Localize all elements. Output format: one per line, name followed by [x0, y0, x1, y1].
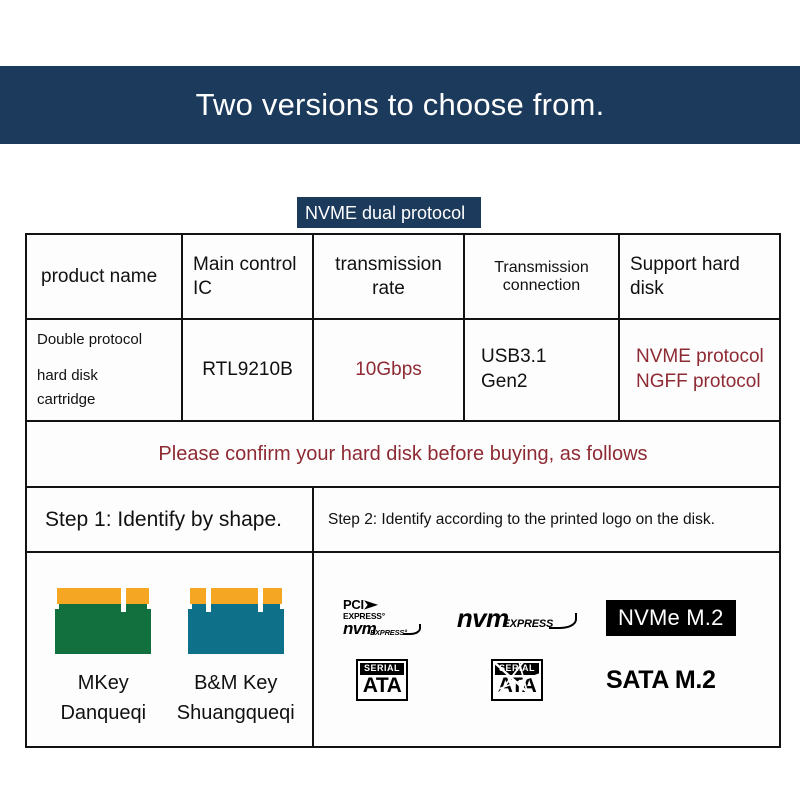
nvm-small-swoosh-icon: [403, 624, 421, 636]
sata-m2-label: SATA M.2: [606, 665, 716, 694]
mkey-shoulder-left: [55, 601, 60, 609]
data-cell-support-hard-disk: NVME protocol NGFF protocol: [618, 318, 781, 422]
pci-express-word: PCI: [343, 596, 364, 612]
nvme-m2-badge: NVMe M.2: [606, 599, 736, 636]
table-notice-row: Please confirm your hard disk before buy…: [25, 420, 781, 488]
step-two-label: Step 2: Identify according to the printe…: [328, 510, 715, 528]
step-two-cell: Step 2: Identify according to the printe…: [312, 486, 781, 553]
bm-key-label-line-2: Shuangqueqi: [176, 701, 295, 724]
support-hard-disk-line-2: NGFF protocol: [636, 371, 761, 392]
serial-ata-1-top: SERIAL: [360, 663, 404, 676]
pcie-nvme-logo-slot: PCI ➤ EXPRESS° nvm EXPRESS°: [336, 596, 428, 637]
header-cell-product-name: product name: [25, 233, 183, 320]
header-cell-support-hard-disk: Support hard disk: [618, 233, 781, 320]
key-shapes-cell: MKey Danqueqi: [25, 551, 314, 748]
pci-express-sub: EXPRESS°: [343, 610, 385, 621]
spec-table: product name Main control IC transmissio…: [25, 233, 781, 748]
transmission-connection-line-1: USB3.1: [481, 346, 547, 368]
mkey-label-line-2: Danqueqi: [60, 701, 147, 724]
bm-key-label-line-1: B&M Key: [194, 671, 278, 694]
nvm-express-logo-slot: nvm EXPRESS: [456, 602, 578, 633]
step-one-label: Step 1: Identify by shape.: [45, 507, 282, 531]
protocol-badge-label: NVME dual protocol: [305, 202, 466, 223]
sata-badge-slot-1: SERIAL ATA: [336, 659, 428, 702]
pci-express-nvm-express-icon: PCI ➤ EXPRESS° nvm EXPRESS°: [343, 596, 421, 637]
logo-examples-cell: PCI ➤ EXPRESS° nvm EXPRESS°: [312, 551, 781, 748]
table-steps-row: Step 1: Identify by shape. Step 2: Ident…: [25, 486, 781, 553]
logo-row-sata: SERIAL ATA SERIAL ATA SATA M.2: [336, 659, 765, 702]
serial-ata-icon-2: SERIAL ATA: [491, 659, 543, 702]
data-cell-transmission-connection: USB3.1 Gen2: [463, 318, 620, 422]
header-cell-main-control-ic: Main control IC: [181, 233, 314, 320]
mkey-pin-strip: [57, 587, 150, 604]
data-cell-main-control-ic: RTL9210B: [181, 318, 314, 422]
bm-key-pin-strip: [189, 587, 282, 604]
transmission-rate-value: 10Gbps: [355, 358, 422, 380]
table-header-row: product name Main control IC transmissio…: [25, 233, 781, 320]
serial-ata-2-top: SERIAL: [495, 663, 539, 676]
header-cell-transmission-rate: transmission rate: [312, 233, 465, 320]
product-name-line-2: hard disk: [37, 367, 98, 384]
mkey-shoulder-right: [147, 601, 152, 609]
nvm-small-word: nvm: [343, 619, 377, 639]
support-hard-disk-line-1: NVME protocol: [636, 346, 764, 368]
nvm-express-small-icon: nvm EXPRESS°: [343, 620, 421, 637]
transmission-connection-value: USB3.1 Gen2: [465, 339, 618, 400]
bm-key-diagram-icon: [187, 587, 284, 654]
mkey-notch-1: [121, 587, 127, 612]
product-name-value: Double protocol hard disk cartridge: [27, 322, 181, 418]
serial-ata-icon-1: SERIAL ATA: [356, 659, 408, 702]
header-label-support-hard-disk: Support hard disk: [630, 254, 740, 299]
nvme-m2-badge-slot: NVMe M.2: [606, 599, 736, 636]
mkey-label-line-1: MKey: [77, 671, 129, 694]
sata-badge-slot-2: SERIAL ATA: [458, 659, 576, 702]
nvm-big-word: nvm: [456, 602, 509, 633]
nvm-small-sub: EXPRESS°: [370, 627, 407, 637]
key-shapes-group: MKey Danqueqi: [27, 562, 312, 738]
product-name-line-1: Double protocol: [37, 331, 143, 348]
logo-grid: PCI ➤ EXPRESS° nvm EXPRESS°: [314, 553, 779, 746]
nvm-big-sub: EXPRESS: [502, 617, 554, 630]
bm-key-label: B&M Key Shuangqueqi: [177, 668, 295, 728]
page-title: Two versions to choose from.: [195, 87, 605, 122]
key-item-mkey: MKey Danqueqi: [37, 587, 170, 728]
header-label-main-control-ic: Main control IC: [193, 254, 297, 299]
notice-cell: Please confirm your hard disk before buy…: [25, 420, 781, 488]
header-banner: Two versions to choose from.: [0, 66, 800, 144]
support-hard-disk-value: NVME protocol NGFF protocol: [620, 339, 779, 400]
table-data-row: Double protocol hard disk cartridge RTL9…: [25, 318, 781, 422]
header-cell-transmission-connection: Transmission connection: [463, 233, 620, 320]
serial-ata-1-bottom: ATA: [362, 674, 402, 698]
header-label-product-name: product name: [41, 265, 158, 287]
data-cell-product-name: Double protocol hard disk cartridge: [25, 318, 183, 422]
logo-row-nvme: PCI ➤ EXPRESS° nvm EXPRESS°: [336, 596, 765, 637]
main-control-ic-value: RTL9210B: [202, 358, 293, 380]
mkey-diagram-icon: [55, 587, 152, 654]
pci-express-chevron-icon: ➤: [362, 596, 378, 612]
header-label-transmission-connection: Transmission connection: [494, 258, 589, 294]
protocol-badge: NVME dual protocol: [297, 197, 481, 228]
data-cell-transmission-rate: 10Gbps: [312, 318, 465, 422]
nvm-express-big-icon: nvm EXPRESS: [456, 602, 578, 633]
step-one-cell: Step 1: Identify by shape.: [25, 486, 314, 553]
header-label-transmission-rate: transmission rate: [335, 254, 442, 299]
bm-key-shoulder-right: [279, 601, 284, 609]
bm-key-notch-1: [205, 587, 211, 612]
serial-ata-2-bottom: ATA: [497, 674, 537, 698]
table-illustration-row: MKey Danqueqi: [25, 551, 781, 748]
transmission-connection-line-2: Gen2: [481, 371, 528, 392]
bm-key-shoulder-left: [187, 601, 192, 609]
pci-express-top: PCI ➤: [343, 596, 378, 612]
mkey-label: MKey Danqueqi: [60, 668, 146, 728]
sata-m2-text-slot: SATA M.2: [606, 666, 716, 695]
mkey-pcb-body: [55, 601, 152, 654]
confirm-notice-text: Please confirm your hard disk before buy…: [158, 442, 648, 465]
nvm-big-swoosh-icon: [549, 612, 578, 629]
product-name-line-3: cartridge: [37, 391, 96, 408]
bm-key-notch-2: [257, 587, 263, 612]
bm-key-pcb-body: [187, 601, 284, 654]
key-item-bm-key: B&M Key Shuangqueqi: [170, 587, 303, 728]
